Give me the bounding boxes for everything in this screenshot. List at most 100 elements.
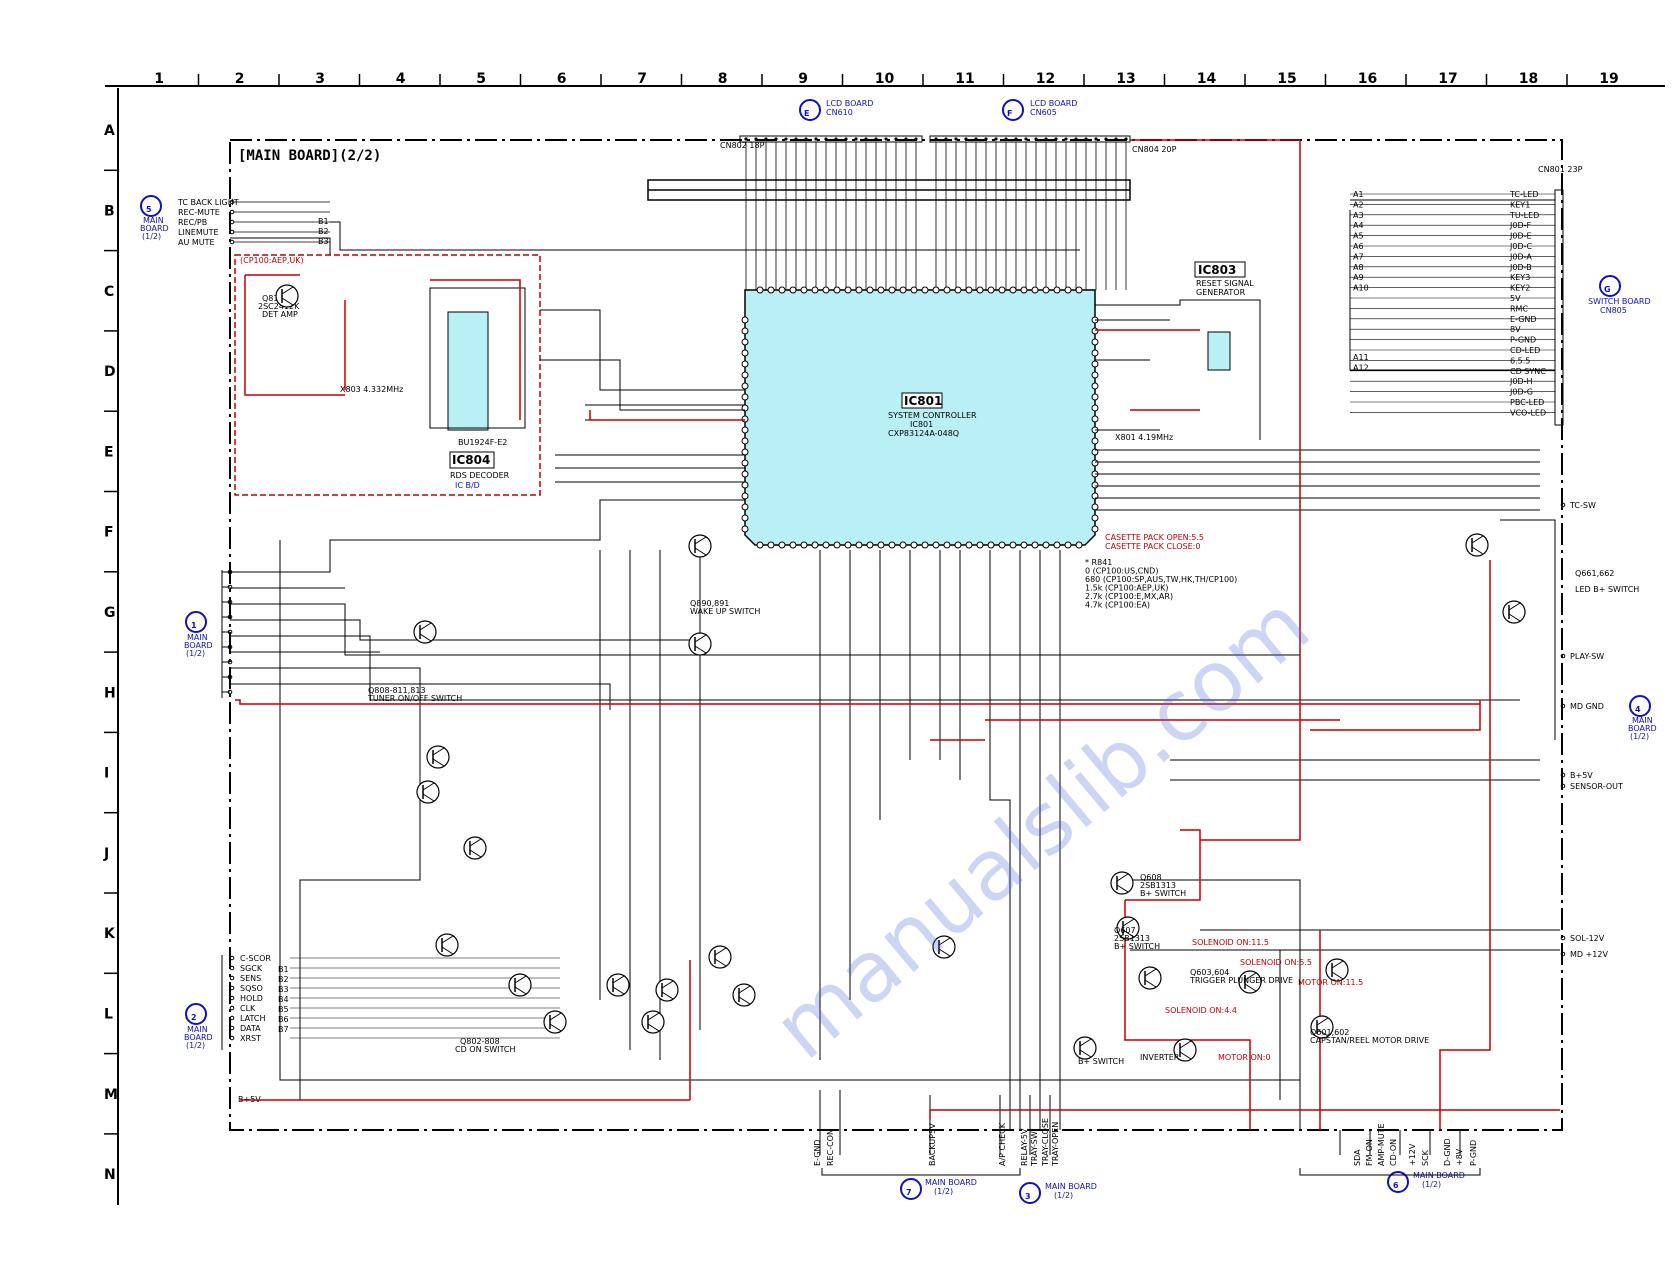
grid-col-16: 16 xyxy=(1358,71,1377,87)
net-label: B4 xyxy=(278,995,289,1004)
ic801-pin xyxy=(1091,371,1099,379)
ic801-pin xyxy=(976,541,984,549)
r841-note: 2.7k (CP100:E,MX,AR) xyxy=(1085,592,1173,601)
transistor-lead xyxy=(1316,1017,1329,1026)
ic801-pin xyxy=(1031,286,1039,294)
ic801-pin xyxy=(855,541,863,549)
switch-signal: E-GND xyxy=(1510,315,1537,324)
lcd-pin xyxy=(984,137,988,141)
ic801-pin xyxy=(921,541,929,549)
transistor-lead xyxy=(938,937,951,946)
transistor-symbol xyxy=(275,284,299,308)
signal-terminal xyxy=(1560,772,1566,778)
lcd-pin xyxy=(1114,137,1118,141)
net-label: A12 xyxy=(1353,363,1369,372)
transistor-lead xyxy=(469,838,482,847)
transistor-lead xyxy=(549,1023,562,1032)
transistor-lead xyxy=(661,980,674,989)
ic801-pin xyxy=(877,541,885,549)
ic801-pin xyxy=(921,286,929,294)
transistor-lead xyxy=(469,849,482,858)
ic801-pin xyxy=(1020,541,1028,549)
ic801-pin xyxy=(778,286,786,294)
signal-terminal xyxy=(229,1005,235,1011)
transistor-symbol xyxy=(732,983,756,1007)
main1-line3: (1/2) xyxy=(186,649,205,658)
ic801-pin xyxy=(1042,541,1050,549)
net-label: B2 xyxy=(318,227,329,236)
transistor-lead xyxy=(647,1023,660,1032)
transistor-symbol xyxy=(426,745,450,769)
ic801-desc1: SYSTEM CONTROLLER xyxy=(888,411,977,420)
switch-signal: J0D-G xyxy=(1509,388,1533,397)
main1-connector: 1 MAIN BOARD (1/2) xyxy=(184,569,233,698)
ic801-pin xyxy=(1091,360,1099,368)
lcd-f-badge: F xyxy=(1007,109,1012,118)
grid-col-1: 1 xyxy=(154,71,164,87)
lcd-connector-e: E LCD BOARD CN610 CN802 18P xyxy=(720,99,923,150)
ic801-pin xyxy=(1031,541,1039,549)
switch-signal: J0D-F xyxy=(1509,221,1531,230)
switch-signal: CD SYNC xyxy=(1510,367,1546,376)
net-label: A5 xyxy=(1353,232,1364,241)
main5-connector: 5 MAIN BOARD (1/2) TC BACK LIGHTREC-MUTE… xyxy=(140,195,330,247)
left-top-signal: AU MUTE xyxy=(178,238,215,247)
transistor-lead xyxy=(661,991,674,1000)
ic801-pin xyxy=(756,286,764,294)
transistor-symbol xyxy=(508,973,532,997)
main5-line2: BOARD xyxy=(140,224,169,233)
q808-ref: Q808-811,813 xyxy=(368,686,426,695)
ic801-pin xyxy=(741,360,749,368)
lcd-pin xyxy=(1084,137,1088,141)
ic801-pin xyxy=(1053,286,1061,294)
bottom-signal: AMP-MUTE xyxy=(1377,1123,1386,1166)
lcd-pin xyxy=(834,137,838,141)
ic801-pin xyxy=(976,286,984,294)
lcd-pin xyxy=(1064,137,1068,141)
main7-badge: 7 xyxy=(906,1188,912,1197)
transistor-symbol xyxy=(606,973,630,997)
lcd-pin xyxy=(874,137,878,141)
ic801-pin xyxy=(943,286,951,294)
q661-ref: Q661,662 xyxy=(1575,569,1614,578)
ic801-desc2: IC801 xyxy=(910,420,933,429)
transistor-symbol xyxy=(655,978,679,1002)
transistor-lead xyxy=(549,1012,562,1021)
ic801-pin xyxy=(899,541,907,549)
x801-label: X801 4.19MHz xyxy=(1115,433,1173,442)
lcd-pin xyxy=(1034,137,1038,141)
bus-signal: XRST xyxy=(240,1034,261,1043)
transistor-symbol xyxy=(435,933,459,957)
q607-ref: Q607 xyxy=(1114,926,1136,935)
net-label: B2 xyxy=(278,975,289,984)
grid-col-3: 3 xyxy=(315,71,325,87)
cn801-label: CN801 23P xyxy=(1538,165,1583,174)
transistor-lead xyxy=(738,985,751,994)
ic801-pin xyxy=(741,316,749,324)
lcd-pin xyxy=(814,137,818,141)
lcd-pin xyxy=(754,137,758,141)
net-label: A8 xyxy=(1353,263,1364,272)
ic804-sub: IC B/D xyxy=(455,481,480,490)
main1-line2: BOARD xyxy=(184,641,213,650)
ic801-pin xyxy=(1053,541,1061,549)
ic801-pin xyxy=(844,541,852,549)
ic801-name: IC801 xyxy=(904,394,942,408)
net-label: B7 xyxy=(278,1025,289,1034)
net-label: A2 xyxy=(1353,200,1364,209)
bottom-signal: P-GND xyxy=(1469,1140,1478,1166)
ic801-pin xyxy=(1064,541,1072,549)
note-motor-2: MOTOR ON:0 xyxy=(1218,1053,1271,1062)
grid-col-5: 5 xyxy=(476,71,486,87)
ic801-pin xyxy=(1091,404,1099,412)
grid-col-8: 8 xyxy=(718,71,728,87)
ic801-pin xyxy=(1042,286,1050,294)
ic801-pin xyxy=(741,426,749,434)
switch-signal: P-GND xyxy=(1510,336,1536,345)
lcd-pin xyxy=(764,137,768,141)
watermark: manualslib.com xyxy=(756,576,1328,1078)
transistor-lead xyxy=(1116,884,1129,893)
transistor-symbol xyxy=(1502,600,1526,624)
